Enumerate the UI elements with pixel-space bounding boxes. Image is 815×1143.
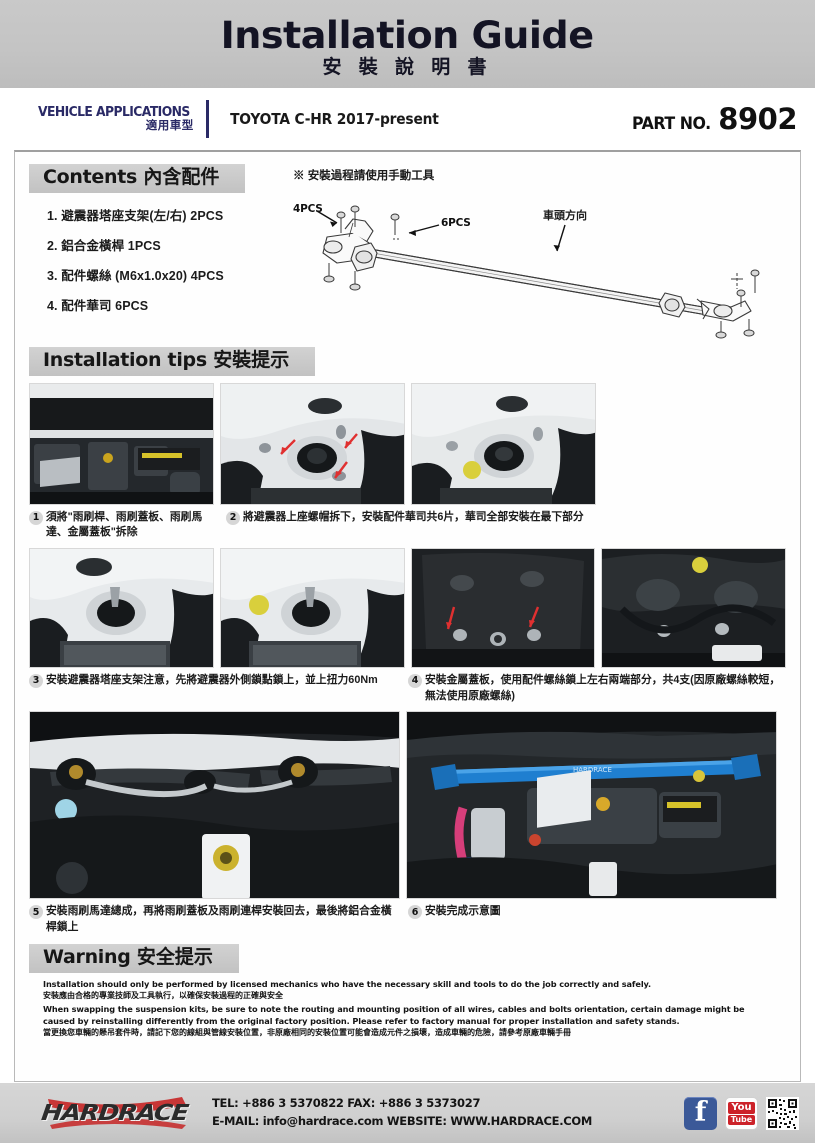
step-photo-9: HARDRACE bbox=[406, 711, 777, 900]
caption-row-3: 5 安裝雨刷馬達總成，再將雨刷蓋板及雨刷連桿安裝回去，最後將鋁合金橫桿鎖上 6 … bbox=[29, 904, 786, 935]
contents-section: Contents 內含配件 1. 避震器塔座支架(左/右) 2PCS 2. 鋁合… bbox=[29, 162, 786, 339]
vehicle-applications-label-cn: 適用車型 bbox=[145, 119, 194, 132]
vehicle-applications-label-en: VEHICLE APPLICATIONS bbox=[37, 105, 190, 121]
bracket-install-photo-right bbox=[220, 549, 404, 668]
youtube-icon[interactable]: You Tube bbox=[725, 1096, 758, 1130]
warning-heading: Warning 安全提示 bbox=[29, 943, 239, 973]
photo-row-3: HARDRACE bbox=[29, 711, 786, 900]
wiper-linkage-reinstalled-photo bbox=[30, 712, 399, 899]
logo-swoosh-icon bbox=[48, 1097, 186, 1129]
step-caption-2: 2 將避震器上座螺帽拆下，安裝配件華司共6片，華司全部安裝在最下部分 bbox=[226, 510, 606, 541]
vehicle-applications-row: VEHICLE APPLICATIONS 適用車型 TOYOTA C-HR 20… bbox=[0, 88, 815, 150]
list-item: 4. 配件華司 6PCS bbox=[47, 298, 149, 313]
photo-row-1 bbox=[29, 382, 786, 505]
step-photo-7 bbox=[601, 548, 786, 669]
hand-tool-note: ※ 安裝過程請使用手動工具 bbox=[293, 170, 435, 182]
step-number: 6 bbox=[408, 905, 423, 920]
warning-heading-cn: 安全提示 bbox=[136, 945, 213, 968]
qr-code-icon[interactable] bbox=[766, 1096, 799, 1130]
completed-installation-photo: HARDRACE bbox=[407, 712, 776, 899]
step-number: 2 bbox=[226, 510, 240, 525]
step-caption-4: 4 安裝金屬蓋板，使用配件螺絲鎖上左右兩端部分，共4支(因原廠螺絲較短，無法使用… bbox=[408, 673, 786, 704]
bracket-install-photo-left bbox=[30, 549, 213, 668]
list-item: 3. 配件螺絲 (M6x1.0x20) 4PCS bbox=[47, 268, 224, 283]
content-sheet: Contents 內含配件 1. 避震器塔座支架(左/右) 2PCS 2. 鋁合… bbox=[14, 150, 801, 1082]
youtube-label-top: You bbox=[728, 1101, 755, 1114]
title-band: Installation Guide 安 裝 說 明 書 bbox=[0, 0, 815, 88]
step-text: 須將"雨刷桿、雨刷蓋板、雨刷馬達、金屬蓋板"拆除 bbox=[46, 510, 203, 539]
contact-line-tel-fax: TEL: +886 3 5370822 FAX: +886 3 5373027 bbox=[212, 1096, 481, 1111]
strut-bar-diagram: 4PCS 6PCS 車頭方向 bbox=[293, 189, 786, 339]
part-number-label: PART NO. bbox=[631, 114, 711, 134]
caption-row-1: 1 須將"雨刷桿、雨刷蓋板、雨刷馬達、金屬蓋板"拆除 2 將避震器上座螺帽拆下，… bbox=[29, 510, 786, 541]
step-number: 4 bbox=[408, 674, 423, 689]
contents-heading-cn: 內含配件 bbox=[143, 166, 220, 188]
step-photo-5 bbox=[219, 548, 405, 669]
installation-tips-heading-cn: 安裝提示 bbox=[213, 349, 290, 371]
contents-column: Contents 內含配件 1. 避震器塔座支架(左/右) 2PCS 2. 鋁合… bbox=[29, 162, 287, 337]
warning-body: Installation should only be performed by… bbox=[29, 979, 786, 1040]
warning-line2-cn: 當更換您車輛的懸吊套件時，請記下您的線組與管線安裝位置，非原廠相同的安裝位置可能… bbox=[43, 1028, 571, 1038]
step-number: 3 bbox=[29, 674, 43, 689]
step-text: 安裝金屬蓋板，使用配件螺絲鎖上左右兩端部分，共4支(因原廠螺絲較短，無法使用原廠… bbox=[425, 674, 781, 702]
step-caption-6: 6 安裝完成示意圖 bbox=[408, 904, 786, 935]
step-text: 安裝雨刷馬達總成，再將雨刷蓋板及雨刷連桿安裝回去，最後將鋁合金橫桿鎖上 bbox=[46, 905, 392, 934]
callout-vehicle-front-direction: 車頭方向 bbox=[543, 210, 587, 222]
installation-tips-heading: Installation tips 安裝提示 bbox=[29, 347, 316, 376]
step-text: 安裝完成示意圖 bbox=[425, 905, 501, 918]
hardrace-wordmark: HARDRACE bbox=[40, 1100, 190, 1126]
step-caption-5: 5 安裝雨刷馬達總成，再將雨刷蓋板及雨刷連桿安裝回去，最後將鋁合金橫桿鎖上 bbox=[29, 904, 402, 935]
page-title: Installation Guide bbox=[221, 14, 594, 57]
engine-bay-photo bbox=[30, 383, 213, 504]
step-number: 5 bbox=[29, 905, 43, 920]
warning-line2-en: When swapping the suspension kits, be su… bbox=[43, 1004, 745, 1026]
caption-row-2: 3 安裝避震器塔座支架注意，先將避震器外側鎖點鎖上，並上扭力60Nm 4 安裝金… bbox=[29, 673, 786, 704]
warning-line1-en: Installation should only be performed by… bbox=[43, 978, 652, 989]
part-number: PART NO. 8902 bbox=[629, 102, 798, 136]
hardrace-logo: HARDRACE bbox=[40, 1095, 190, 1131]
step-photo-3 bbox=[411, 382, 596, 505]
contents-heading-en: Contents bbox=[43, 166, 138, 188]
step-photo-2 bbox=[220, 382, 405, 505]
social-links: You Tube bbox=[684, 1096, 799, 1130]
contents-heading: Contents 內含配件 bbox=[29, 164, 246, 193]
warning-section: Warning 安全提示 Installation should only be… bbox=[29, 943, 786, 1040]
warning-heading-en: Warning bbox=[43, 945, 131, 968]
metal-cover-photo bbox=[411, 549, 595, 668]
page-title-chinese: 安 裝 說 明 書 bbox=[322, 57, 493, 78]
step-photo-8 bbox=[29, 711, 400, 900]
step-photo-1 bbox=[29, 382, 214, 505]
step-text: 安裝避震器塔座支架注意，先將避震器外側鎖點鎖上，並上扭力60Nm bbox=[46, 674, 378, 687]
vehicle-model: TOYOTA C-HR 2017-present bbox=[229, 110, 439, 128]
contact-info: TEL: +886 3 5370822 FAX: +886 3 5373027 … bbox=[212, 1095, 592, 1131]
divider bbox=[205, 100, 209, 138]
list-item: 1. 避震器塔座支架(左/右) 2PCS bbox=[47, 208, 224, 223]
callout-bolts-4pcs: 4PCS bbox=[293, 203, 323, 215]
diagram-column: ※ 安裝過程請使用手動工具 bbox=[287, 162, 786, 339]
part-number-value: 8902 bbox=[718, 102, 797, 136]
step-photo-4 bbox=[29, 548, 214, 669]
strut-tower-nut-removed-photo bbox=[412, 383, 595, 504]
contents-list: 1. 避震器塔座支架(左/右) 2PCS 2. 鋁合金橫桿 1PCS 3. 配件… bbox=[29, 205, 287, 314]
installation-tips-section: Installation tips 安裝提示 bbox=[29, 347, 786, 376]
callout-washers-6pcs: 6PCS bbox=[441, 217, 471, 229]
engine-bay-wiring-photo bbox=[602, 549, 786, 668]
step-photo-6 bbox=[410, 548, 596, 669]
svg-text:HARDRACE: HARDRACE bbox=[573, 766, 612, 774]
contact-line-email-web: E-MAIL: info@hardrace.com WEBSITE: WWW.H… bbox=[212, 1114, 593, 1128]
strut-bar-illustration bbox=[316, 205, 760, 339]
step-caption-3: 3 安裝避震器塔座支架注意，先將避震器外側鎖點鎖上，並上扭力60Nm bbox=[29, 673, 402, 704]
vehicle-applications-label: VEHICLE APPLICATIONS 適用車型 bbox=[34, 106, 204, 132]
footer: HARDRACE TEL: +886 3 5370822 FAX: +886 3… bbox=[0, 1083, 815, 1143]
step-text: 將避震器上座螺帽拆下，安裝配件華司共6片，華司全部安裝在最下部分 bbox=[243, 510, 584, 523]
step-number: 1 bbox=[29, 510, 43, 525]
step-caption-1: 1 須將"雨刷桿、雨刷蓋板、雨刷馬達、金屬蓋板"拆除 bbox=[29, 510, 220, 541]
facebook-icon[interactable] bbox=[684, 1096, 717, 1130]
list-item: 2. 鋁合金橫桿 1PCS bbox=[47, 238, 161, 253]
strut-tower-photo bbox=[221, 383, 404, 504]
youtube-label-bottom: Tube bbox=[727, 1114, 756, 1125]
warning-line1-cn: 安裝應由合格的專業技師及工具執行，以確保安裝過程的正確與安全 bbox=[43, 991, 283, 1001]
installation-tips-heading-en: Installation tips bbox=[43, 349, 207, 371]
photo-row-2 bbox=[29, 548, 786, 669]
